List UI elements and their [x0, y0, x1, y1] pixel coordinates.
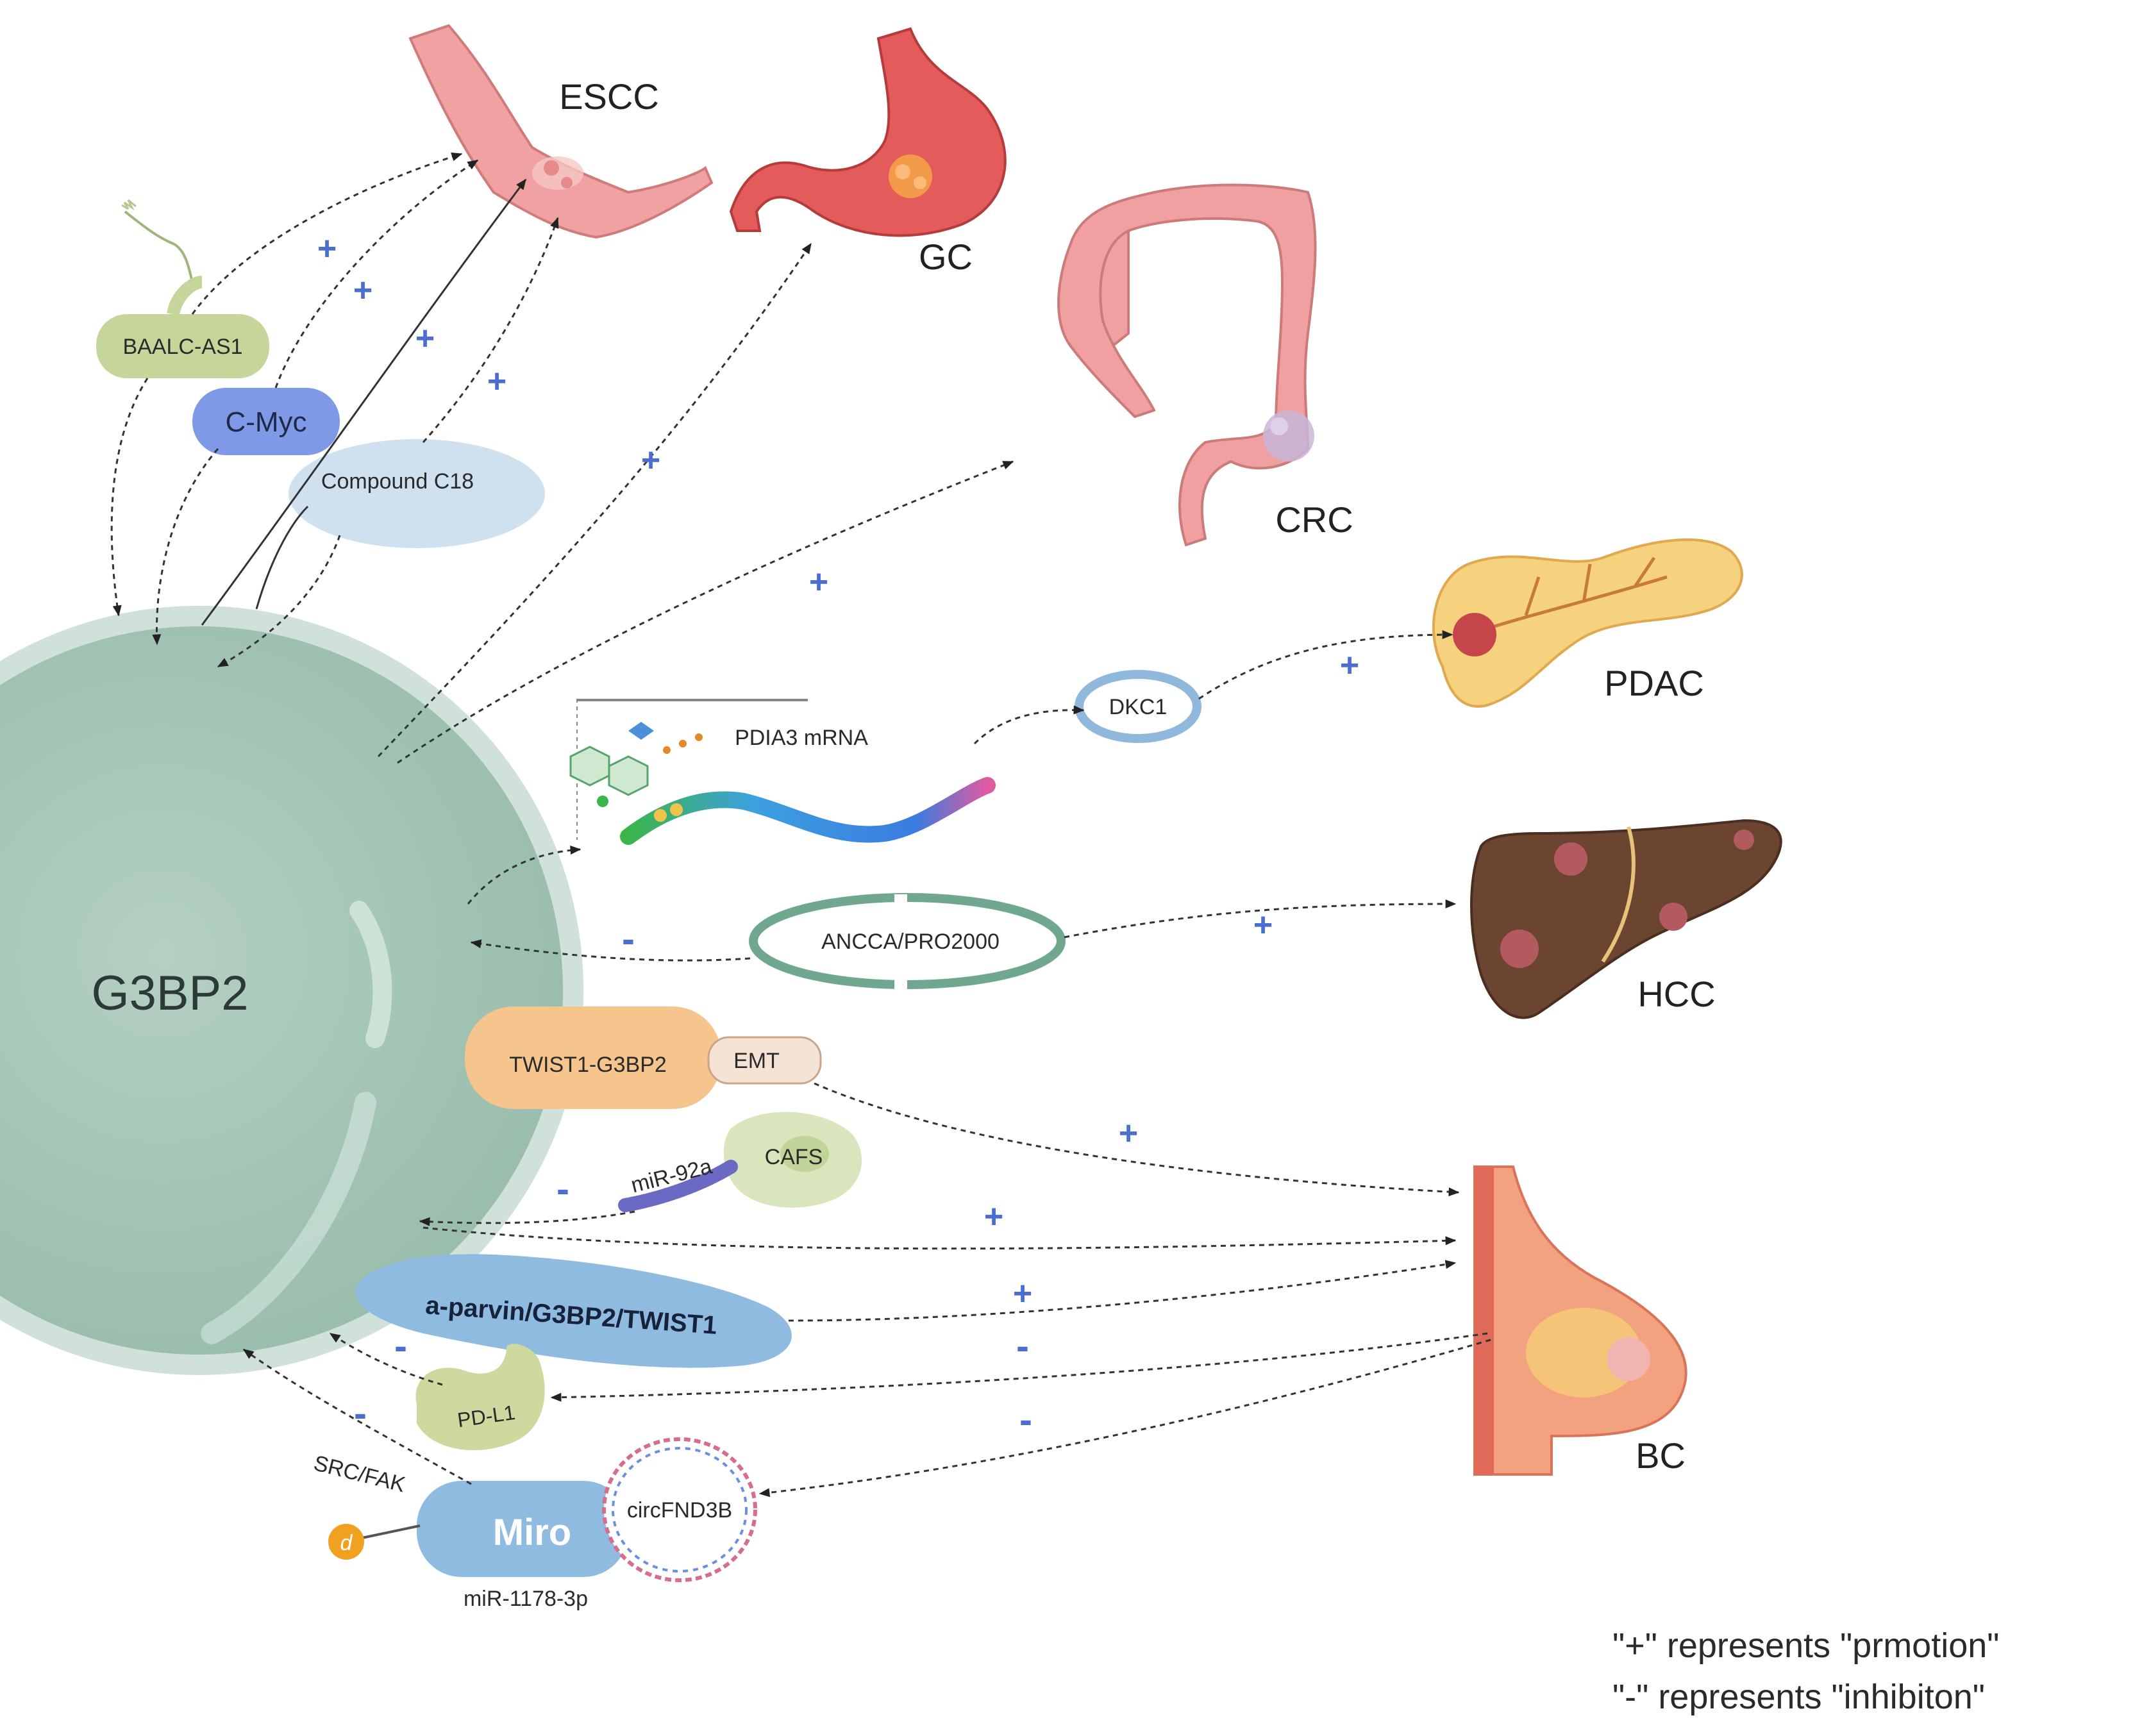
minus-sign: -	[394, 1324, 407, 1367]
stomach-icon	[729, 27, 1007, 237]
src-fak-label: SRC/FAK	[311, 1451, 408, 1497]
minus-sign: -	[622, 917, 635, 960]
pdia3-mrna-label: PDIA3 mRNA	[735, 726, 868, 750]
minus-sign: -	[354, 1392, 367, 1435]
legend: "+" represents "prmotion" "-" represents…	[1612, 1626, 1999, 1716]
cafs-node	[723, 1112, 862, 1208]
compound-c18-label: Compound C18	[321, 469, 474, 494]
g3bp2-cell	[0, 606, 583, 1375]
liver-icon	[1470, 819, 1782, 1019]
gc-label: GC	[919, 237, 973, 277]
esophagus-icon	[408, 24, 714, 239]
pdac-label: PDAC	[1604, 663, 1704, 703]
plus-sign: +	[487, 363, 506, 400]
colon-icon	[1057, 183, 1317, 547]
baalc-as1-label: BAALC-AS1	[122, 335, 242, 359]
plus-sign: +	[1253, 906, 1273, 944]
plus-sign: +	[984, 1198, 1003, 1235]
breast-icon	[1473, 1165, 1687, 1476]
effect-signs: + + + + + + + - + + - + + - - - -	[317, 230, 1359, 1441]
c-myc-node	[192, 388, 340, 455]
plus-sign: +	[317, 230, 337, 267]
bc-label: BC	[1636, 1435, 1686, 1476]
mir-1178-3p-label: miR-1178-3p	[464, 1587, 588, 1611]
ancca-pro2000-label: ANCCA/PRO2000	[821, 930, 1000, 954]
pancreas-icon	[1432, 538, 1743, 708]
mir-92a-graphic	[618, 1160, 738, 1212]
pdia3-mrna-graphic	[569, 699, 996, 845]
baalc-as1-node	[96, 199, 269, 378]
plus-sign: +	[1340, 647, 1359, 684]
emt-label: EMT	[733, 1049, 780, 1073]
plus-sign: +	[353, 272, 372, 309]
compound-c18-node	[289, 439, 545, 548]
plus-sign: +	[1119, 1115, 1138, 1152]
a-parvin-g3bp2-twist1-node	[355, 1254, 792, 1368]
minus-sign: -	[557, 1167, 569, 1210]
twist1-g3bp2-label: TWIST1-G3BP2	[509, 1053, 667, 1077]
circfnd3b-node	[602, 1437, 757, 1582]
miro-label: Miro	[493, 1512, 571, 1553]
plus-sign: +	[1013, 1275, 1032, 1312]
g3bp2-label: G3BP2	[91, 966, 248, 1021]
cafs-label: CAFS	[765, 1145, 823, 1169]
circfnd3b-label: circFND3B	[627, 1498, 732, 1523]
plus-sign: +	[809, 563, 828, 601]
dkc1-label: DKC1	[1109, 695, 1168, 719]
plus-sign: +	[415, 320, 435, 357]
minus-sign: -	[1019, 1398, 1032, 1441]
plus-sign: +	[641, 442, 660, 479]
crc-label: CRC	[1275, 499, 1353, 540]
arrows	[110, 152, 1491, 1498]
twist1-g3bp2-node	[465, 1006, 721, 1109]
escc-label: ESCC	[559, 76, 659, 117]
emt-node	[707, 1036, 822, 1085]
pd-l1-node	[415, 1344, 545, 1451]
ancca-pro2000-node	[749, 893, 1066, 990]
hcc-label: HCC	[1637, 974, 1715, 1014]
legend-inhibition: "-" represents "inhibiton"	[1612, 1678, 1985, 1716]
minus-sign: -	[1016, 1324, 1029, 1367]
legend-promotion: "+" represents "prmotion"	[1612, 1626, 1999, 1665]
c-myc-label: C-Myc	[225, 406, 306, 438]
d-label: d	[340, 1531, 353, 1555]
miro-node	[328, 1481, 628, 1577]
